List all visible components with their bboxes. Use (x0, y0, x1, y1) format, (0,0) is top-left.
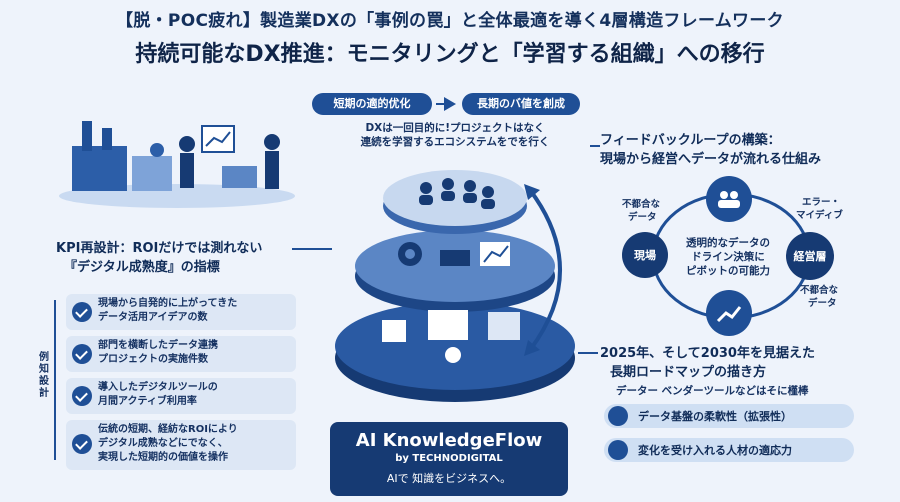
roadmap-heading-line2: 長期ロードマップの描き方 (610, 365, 767, 380)
kpi-heading-line2: 『デジタル成熟度』の指標 (64, 260, 220, 275)
feedback-center-line3: ピボットの可能力 (686, 265, 770, 277)
brand-tagline: AIで 知識をビジネスへ。 (386, 472, 512, 485)
page-subtitle: 持続可能なDX推進：モニタリングと「学習する組織」への移行 (135, 42, 765, 67)
label-bottom-right-2: データ (808, 298, 837, 309)
management-node: 経営層 (786, 232, 834, 280)
flow-note-line2: 連続を学習するエコシステムをでを行く (360, 136, 550, 148)
check-icon (72, 434, 92, 454)
feedback-center-line1: 透明的なデータの (686, 237, 770, 249)
feedback-heading-line1: フィードバックループの構築： (600, 133, 781, 148)
database-icon (608, 406, 628, 426)
connector-line (578, 352, 598, 354)
page-title: 【脱・POC疲れ】製造業DXの「事例の罠」と全体最適を導く4層構造フレームワーク (116, 11, 784, 31)
feedback-center-line2: ドライン決策に (691, 251, 765, 263)
person-icon (608, 440, 628, 460)
flow-to-pill: 長期のバ値を創成 (462, 93, 580, 115)
roadmap-bar: データ基盤の柔軟性（拡張性） (604, 404, 854, 428)
arrow-right-icon (444, 97, 456, 111)
label-bottom-right-1: 不都合な (800, 285, 839, 296)
genba-node: 現場 (622, 232, 668, 278)
connector-line (590, 145, 600, 147)
kpi-side-bracket (54, 300, 56, 460)
label-top-left-1: 不都合な (622, 199, 661, 210)
label-top-left-2: データ (628, 212, 657, 223)
brand-box: AI KnowledgeFlow by TECHNODIGITAL AIで 知識… (330, 422, 568, 496)
kpi-item: 伝統の短期、経紡なROIによりデジタル成熟などにでなく、実現した短期的の価値を操… (66, 420, 296, 470)
brand-name: AI KnowledgeFlow (355, 430, 543, 451)
roadmap-heading-line1: 2025年、そして2030年を見据えた (600, 346, 815, 361)
growth-chart-node-icon (706, 290, 752, 336)
kpi-item: 現場から自発的に上がってきたデータ活用アイデアの数 (66, 294, 296, 330)
kpi-item: 部門を横断したデータ連携プロジェクトの実施件数 (66, 336, 296, 372)
roadmap-bar: 変化を受け入れる人材の適応力 (604, 438, 854, 462)
arrow-shaft (436, 103, 448, 105)
brand-by: by TECHNODIGITAL (395, 453, 503, 464)
label-top-right-2: マイディブ (796, 210, 843, 221)
connector-line (292, 248, 332, 250)
layered-stack-diagram (335, 170, 575, 402)
kpi-item: 導入したデジタルツールの月間アクティブ利用率 (66, 378, 296, 414)
flow-note-line1: DXは一回目的に!プロジェクトはなく (365, 122, 545, 134)
cycle-arrow-icon (524, 184, 562, 356)
factory-illustration (59, 121, 295, 208)
flow-from-pill: 短期の適的优化 (312, 93, 432, 115)
check-icon (72, 344, 92, 364)
people-node-icon (706, 176, 752, 222)
feedback-heading-line2: 現場から経営へデータが流れる仕組み (600, 152, 822, 167)
roadmap-sub: データー ベンダーツールなどはそに槿棒 (616, 385, 809, 397)
kpi-side-label: 例知設計 (39, 352, 49, 399)
check-icon (72, 302, 92, 322)
label-top-right-1: エラー・ (802, 197, 841, 208)
check-icon (72, 386, 92, 406)
kpi-heading-line1: KPI再設計：ROIだけでは測れない (56, 241, 263, 256)
